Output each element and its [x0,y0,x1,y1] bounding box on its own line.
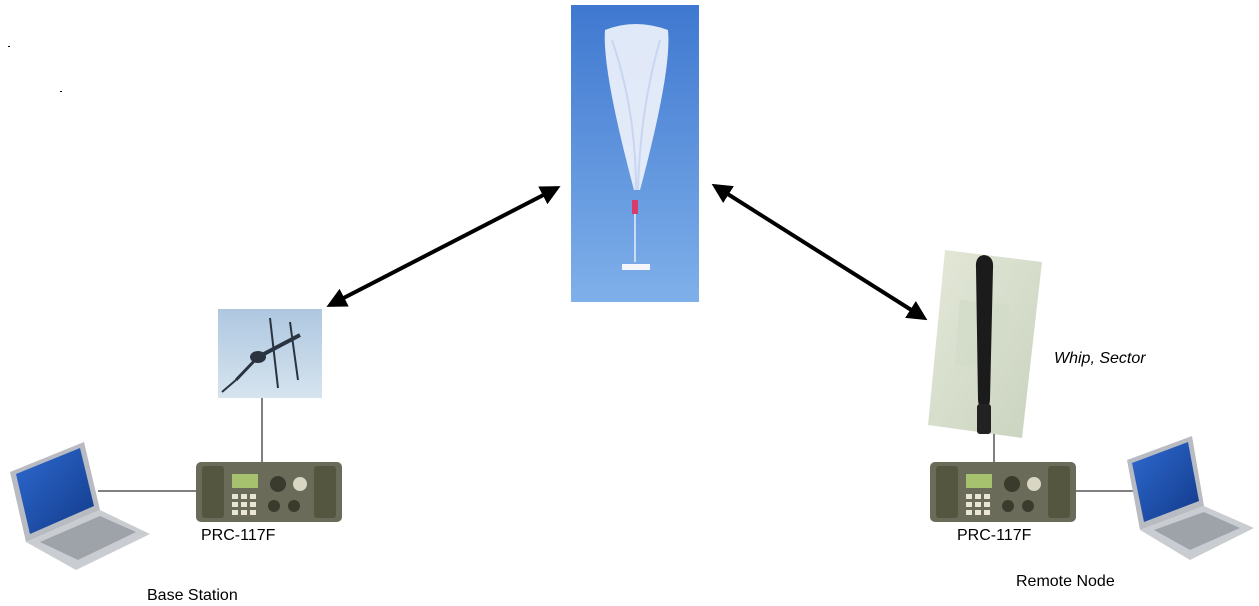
remote-node-label: Remote Node [1016,573,1115,590]
laptop-icon [10,442,150,570]
laptop-icon [1127,436,1254,560]
stray-mark [60,91,62,92]
radio-transceiver-icon [930,462,1076,522]
directional-antenna-icon [218,309,322,398]
base-radio-label: PRC-117F [201,527,276,544]
radio-transceiver-icon [196,462,342,522]
whip-antenna-icon [928,250,1042,438]
base-station-label: Base Station [147,587,238,604]
link-arrow-base-to-balloon [326,186,561,307]
stray-mark [8,46,10,47]
link-arrows [326,183,928,321]
balloon-icon [571,5,699,302]
remote-radio-label: PRC-117F [957,527,1032,544]
antenna-type-label: Whip, Sector [1054,350,1146,367]
link-arrow-balloon-to-remote [711,183,928,321]
connector-lines [98,398,1138,492]
